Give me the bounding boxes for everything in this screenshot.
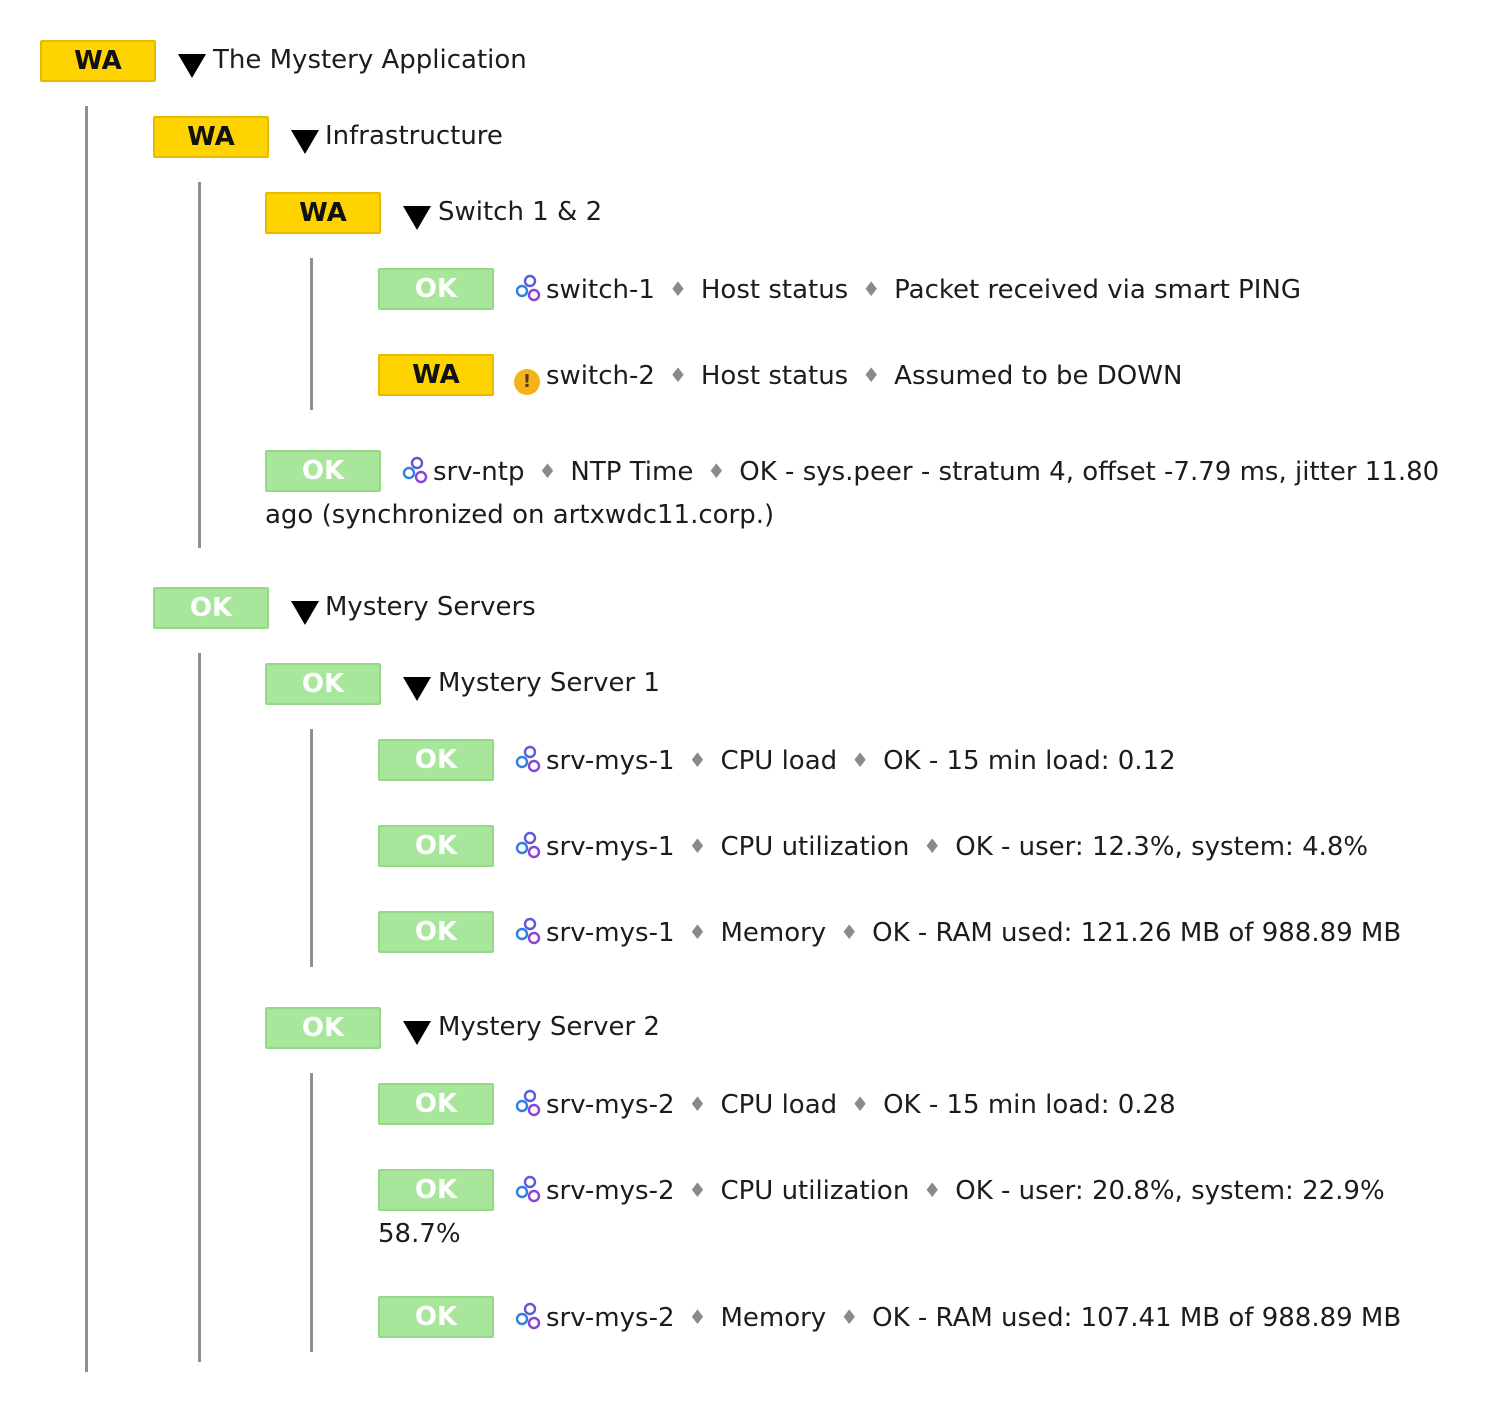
service-output: OK - user: 12.3%, system: 4.8% — [955, 832, 1369, 862]
aggregation-title-switches[interactable]: Switch 1 & 2 — [438, 197, 603, 227]
service-name[interactable]: CPU load — [720, 1090, 838, 1120]
warning-icon[interactable]: ! — [514, 369, 540, 395]
service-output: OK - user: 20.8%, system: 22.9% — [955, 1176, 1385, 1206]
state-badge-server1[interactable]: OK — [265, 663, 381, 705]
separator-icon: ♦ — [923, 1178, 942, 1202]
tree-line-server1 — [310, 729, 313, 967]
state-badge-service[interactable]: OK — [378, 1083, 494, 1125]
host-link[interactable]: srv-mys-2 — [546, 1090, 675, 1120]
separator-icon: ♦ — [688, 1092, 707, 1116]
service-name[interactable]: Memory — [720, 1303, 827, 1333]
service-row: srv-mys-2 ♦ Memory ♦ OK - RAM used: 107.41 M… — [514, 1295, 1401, 1340]
state-badge-switch-2[interactable]: WA — [378, 354, 494, 396]
collapse-triangle-icon[interactable] — [403, 1021, 431, 1045]
state-badge-srv-ntp[interactable]: OK — [265, 450, 381, 492]
tree-line-servers — [198, 653, 201, 1362]
separator-icon: ♦ — [707, 459, 726, 483]
separator-icon: ♦ — [862, 277, 881, 301]
collapse-triangle-icon[interactable] — [403, 677, 431, 701]
separator-icon: ♦ — [688, 1178, 707, 1202]
aggregation-title-servers[interactable]: Mystery Servers — [325, 592, 536, 622]
state-badge-servers[interactable]: OK — [153, 587, 269, 629]
service-row: srv-mys-1 ♦ CPU utilization ♦ OK - user: 12.… — [514, 824, 1368, 869]
host-link[interactable]: srv-mys-2 — [546, 1176, 675, 1206]
state-badge-service[interactable]: OK — [378, 1296, 494, 1338]
service-row: srv-mys-2 ♦ CPU load ♦ OK - 15 min load: 0.2… — [514, 1082, 1176, 1127]
service-gears-icon[interactable] — [514, 1175, 542, 1203]
host-link[interactable]: srv-mys-1 — [546, 832, 675, 862]
service-output: Packet received via smart PING — [894, 275, 1301, 305]
state-badge-switch-1[interactable]: OK — [378, 268, 494, 310]
separator-icon: ♦ — [851, 748, 870, 772]
state-badge-service[interactable]: OK — [378, 911, 494, 953]
host-link[interactable]: srv-mys-1 — [546, 918, 675, 948]
collapse-triangle-icon[interactable] — [403, 206, 431, 230]
aggregation-title-server2[interactable]: Mystery Server 2 — [438, 1012, 660, 1042]
aggregation-title-root[interactable]: The Mystery Application — [213, 45, 527, 75]
service-output-continued: ago (synchronized on artxwdc11.corp.) — [265, 500, 775, 530]
service-output: OK - RAM used: 121.26 MB of 988.89 MB — [872, 918, 1402, 948]
state-badge-service[interactable]: OK — [378, 1169, 494, 1211]
host-link[interactable]: srv-ntp — [433, 457, 525, 487]
service-row: srv-mys-1 ♦ Memory ♦ OK - RAM used: 121.26 M… — [514, 910, 1401, 955]
tree-line-infrastructure — [198, 182, 201, 548]
service-name[interactable]: Host status — [700, 275, 849, 305]
host-link[interactable]: switch-1 — [546, 275, 655, 305]
state-badge-infrastructure[interactable]: WA — [153, 116, 269, 158]
service-gears-icon[interactable] — [514, 274, 542, 302]
collapse-triangle-icon[interactable] — [291, 130, 319, 154]
service-name[interactable]: NTP Time — [570, 457, 694, 487]
host-link[interactable]: srv-mys-1 — [546, 746, 675, 776]
service-output-continued: 58.7% — [378, 1219, 461, 1249]
separator-icon: ♦ — [840, 1305, 859, 1329]
state-badge-switches[interactable]: WA — [265, 192, 381, 234]
host-link[interactable]: switch-2 — [546, 361, 655, 391]
separator-icon: ♦ — [668, 277, 687, 301]
aggregation-title-infrastructure[interactable]: Infrastructure — [325, 121, 503, 151]
state-badge-service[interactable]: OK — [378, 739, 494, 781]
service-row: !switch-2 ♦ Host status ♦ Assumed to be DOWN — [514, 353, 1182, 398]
service-gears-icon[interactable] — [514, 745, 542, 773]
service-output: Assumed to be DOWN — [894, 361, 1183, 391]
separator-icon: ♦ — [923, 834, 942, 858]
collapse-triangle-icon[interactable] — [178, 54, 206, 78]
service-name[interactable]: CPU utilization — [720, 1176, 910, 1206]
service-gears-icon[interactable] — [514, 831, 542, 859]
separator-icon: ♦ — [688, 748, 707, 772]
service-name[interactable]: Host status — [700, 361, 849, 391]
service-output: OK - RAM used: 107.41 MB of 988.89 MB — [872, 1303, 1402, 1333]
state-badge-service[interactable]: OK — [378, 825, 494, 867]
service-name[interactable]: CPU utilization — [720, 832, 910, 862]
service-gears-icon[interactable] — [514, 1089, 542, 1117]
service-gears-icon[interactable] — [514, 917, 542, 945]
tree-line-server2 — [310, 1073, 313, 1352]
service-output: OK - 15 min load: 0.28 — [883, 1090, 1176, 1120]
service-row: srv-mys-1 ♦ CPU load ♦ OK - 15 min load: 0.1… — [514, 738, 1176, 783]
separator-icon: ♦ — [840, 920, 859, 944]
service-name[interactable]: CPU load — [720, 746, 838, 776]
service-output: OK - 15 min load: 0.12 — [883, 746, 1176, 776]
separator-icon: ♦ — [851, 1092, 870, 1116]
state-badge-server2[interactable]: OK — [265, 1007, 381, 1049]
service-row: srv-mys-2 ♦ CPU utilization ♦ OK - user: 20.… — [514, 1168, 1385, 1213]
service-gears-icon[interactable] — [401, 456, 429, 484]
tree-line-root — [85, 106, 88, 1372]
service-row: srv-ntp ♦ NTP Time ♦ OK - sys.peer - stratum… — [401, 449, 1439, 494]
separator-icon: ♦ — [538, 459, 557, 483]
separator-icon: ♦ — [688, 920, 707, 944]
separator-icon: ♦ — [862, 363, 881, 387]
separator-icon: ♦ — [668, 363, 687, 387]
collapse-triangle-icon[interactable] — [291, 601, 319, 625]
service-name[interactable]: Memory — [720, 918, 827, 948]
host-link[interactable]: srv-mys-2 — [546, 1303, 675, 1333]
separator-icon: ♦ — [688, 834, 707, 858]
state-badge-root[interactable]: WA — [40, 40, 156, 82]
service-row: switch-1 ♦ Host status ♦ Packet received via… — [514, 267, 1301, 312]
aggregation-title-server1[interactable]: Mystery Server 1 — [438, 668, 660, 698]
separator-icon: ♦ — [688, 1305, 707, 1329]
service-output: OK - sys.peer - stratum 4, offset -7.79 … — [739, 457, 1440, 487]
service-gears-icon[interactable] — [514, 1302, 542, 1330]
tree-line-switches — [310, 258, 313, 410]
